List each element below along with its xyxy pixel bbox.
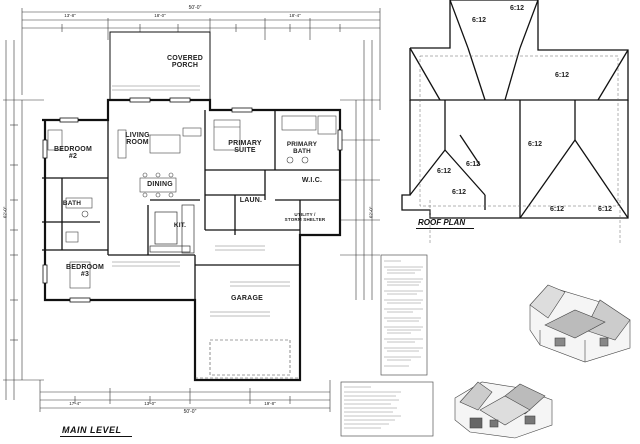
dim-right-overall: 62'-0" — [368, 206, 374, 219]
bottom-dimension-lines — [39, 380, 331, 412]
annotation-lines — [112, 85, 290, 317]
roof-lower — [401, 100, 629, 219]
title-main-level: MAIN LEVEL — [62, 425, 122, 435]
house-render-2-icon — [454, 381, 553, 439]
roof-pitch-label: 6:12 — [452, 189, 467, 196]
room-dining: DINING — [147, 181, 173, 188]
roof-pitch-label: 6:12 — [472, 17, 487, 24]
interior-walls — [42, 110, 340, 300]
title-underline — [416, 228, 474, 229]
roof-pitch-label: 6:12 — [437, 168, 452, 175]
dim-top-seg: 18'-4" — [289, 13, 301, 18]
roof-pitch-label: 6:12 — [528, 141, 543, 148]
title-roof-plan: ROOF PLAN — [418, 218, 466, 227]
bath-fixtures — [65, 115, 337, 243]
top-dimension-lines — [21, 8, 381, 110]
room-covered-porch: COVERED PORCH — [166, 55, 204, 70]
room-bedroom-3: BEDROOM #3 — [66, 264, 104, 279]
room-laundry: LAUN. — [239, 197, 263, 204]
roof-wall-dashed — [419, 55, 621, 245]
kitchen-counters — [149, 204, 195, 254]
main-level-plan — [3, 8, 381, 412]
general-notes — [381, 255, 427, 375]
room-primary-suite: PRIMARY SUITE — [228, 140, 262, 155]
dim-bottom-seg: 13'-0" — [144, 401, 156, 406]
room-living-room: LIVING ROOM — [125, 132, 150, 147]
living-furniture — [117, 127, 202, 159]
dim-top-seg: 13'-8" — [64, 13, 76, 18]
roof-pitch-label: 6:12 — [550, 206, 565, 213]
room-primary-bath: PRIMARY BATH — [286, 141, 318, 155]
title-underline — [60, 436, 132, 437]
porch-outline — [109, 31, 211, 101]
right-dimension-lines — [340, 40, 380, 300]
house-render-icon — [529, 284, 631, 363]
room-bedroom-2: BEDROOM #2 — [54, 146, 92, 161]
room-bath: BATH — [62, 200, 82, 207]
roof-pitch-label: 6:12 — [555, 72, 570, 79]
bedroom-beds — [47, 129, 91, 289]
dim-top-seg: 18'-0" — [154, 13, 166, 18]
roof-upper — [409, 0, 629, 101]
left-dimension-lines — [3, 40, 44, 400]
roof-plan — [401, 0, 629, 245]
windows — [42, 97, 343, 303]
room-garage: GARAGE — [231, 295, 263, 302]
notes-boxes — [340, 254, 434, 437]
roof-pitch-label: 6:12 — [466, 161, 481, 168]
dim-top-overall: 50'-0" — [188, 5, 202, 11]
dim-left-overall: 62'-0" — [2, 206, 8, 219]
roof-pitch-label: 6:12 — [510, 5, 525, 12]
room-kitchen: KIT. — [173, 222, 187, 229]
abbrev-lines — [344, 386, 401, 429]
dim-bottom-seg: 17'-4" — [69, 401, 81, 406]
dim-bottom-overall: 50'-0" — [183, 409, 197, 415]
abbreviations-box — [341, 382, 433, 436]
primary-bed — [213, 119, 241, 151]
room-wic: W.I.C. — [301, 177, 323, 184]
garage-items — [195, 339, 300, 379]
roof-pitch-label: 6:12 — [598, 206, 613, 213]
dim-bottom-seg: 19'-8" — [264, 401, 276, 406]
dining-table — [139, 172, 177, 198]
room-utility-storm: UTILITY / STORM SHELTER — [284, 212, 326, 222]
notes-lines — [384, 260, 423, 367]
